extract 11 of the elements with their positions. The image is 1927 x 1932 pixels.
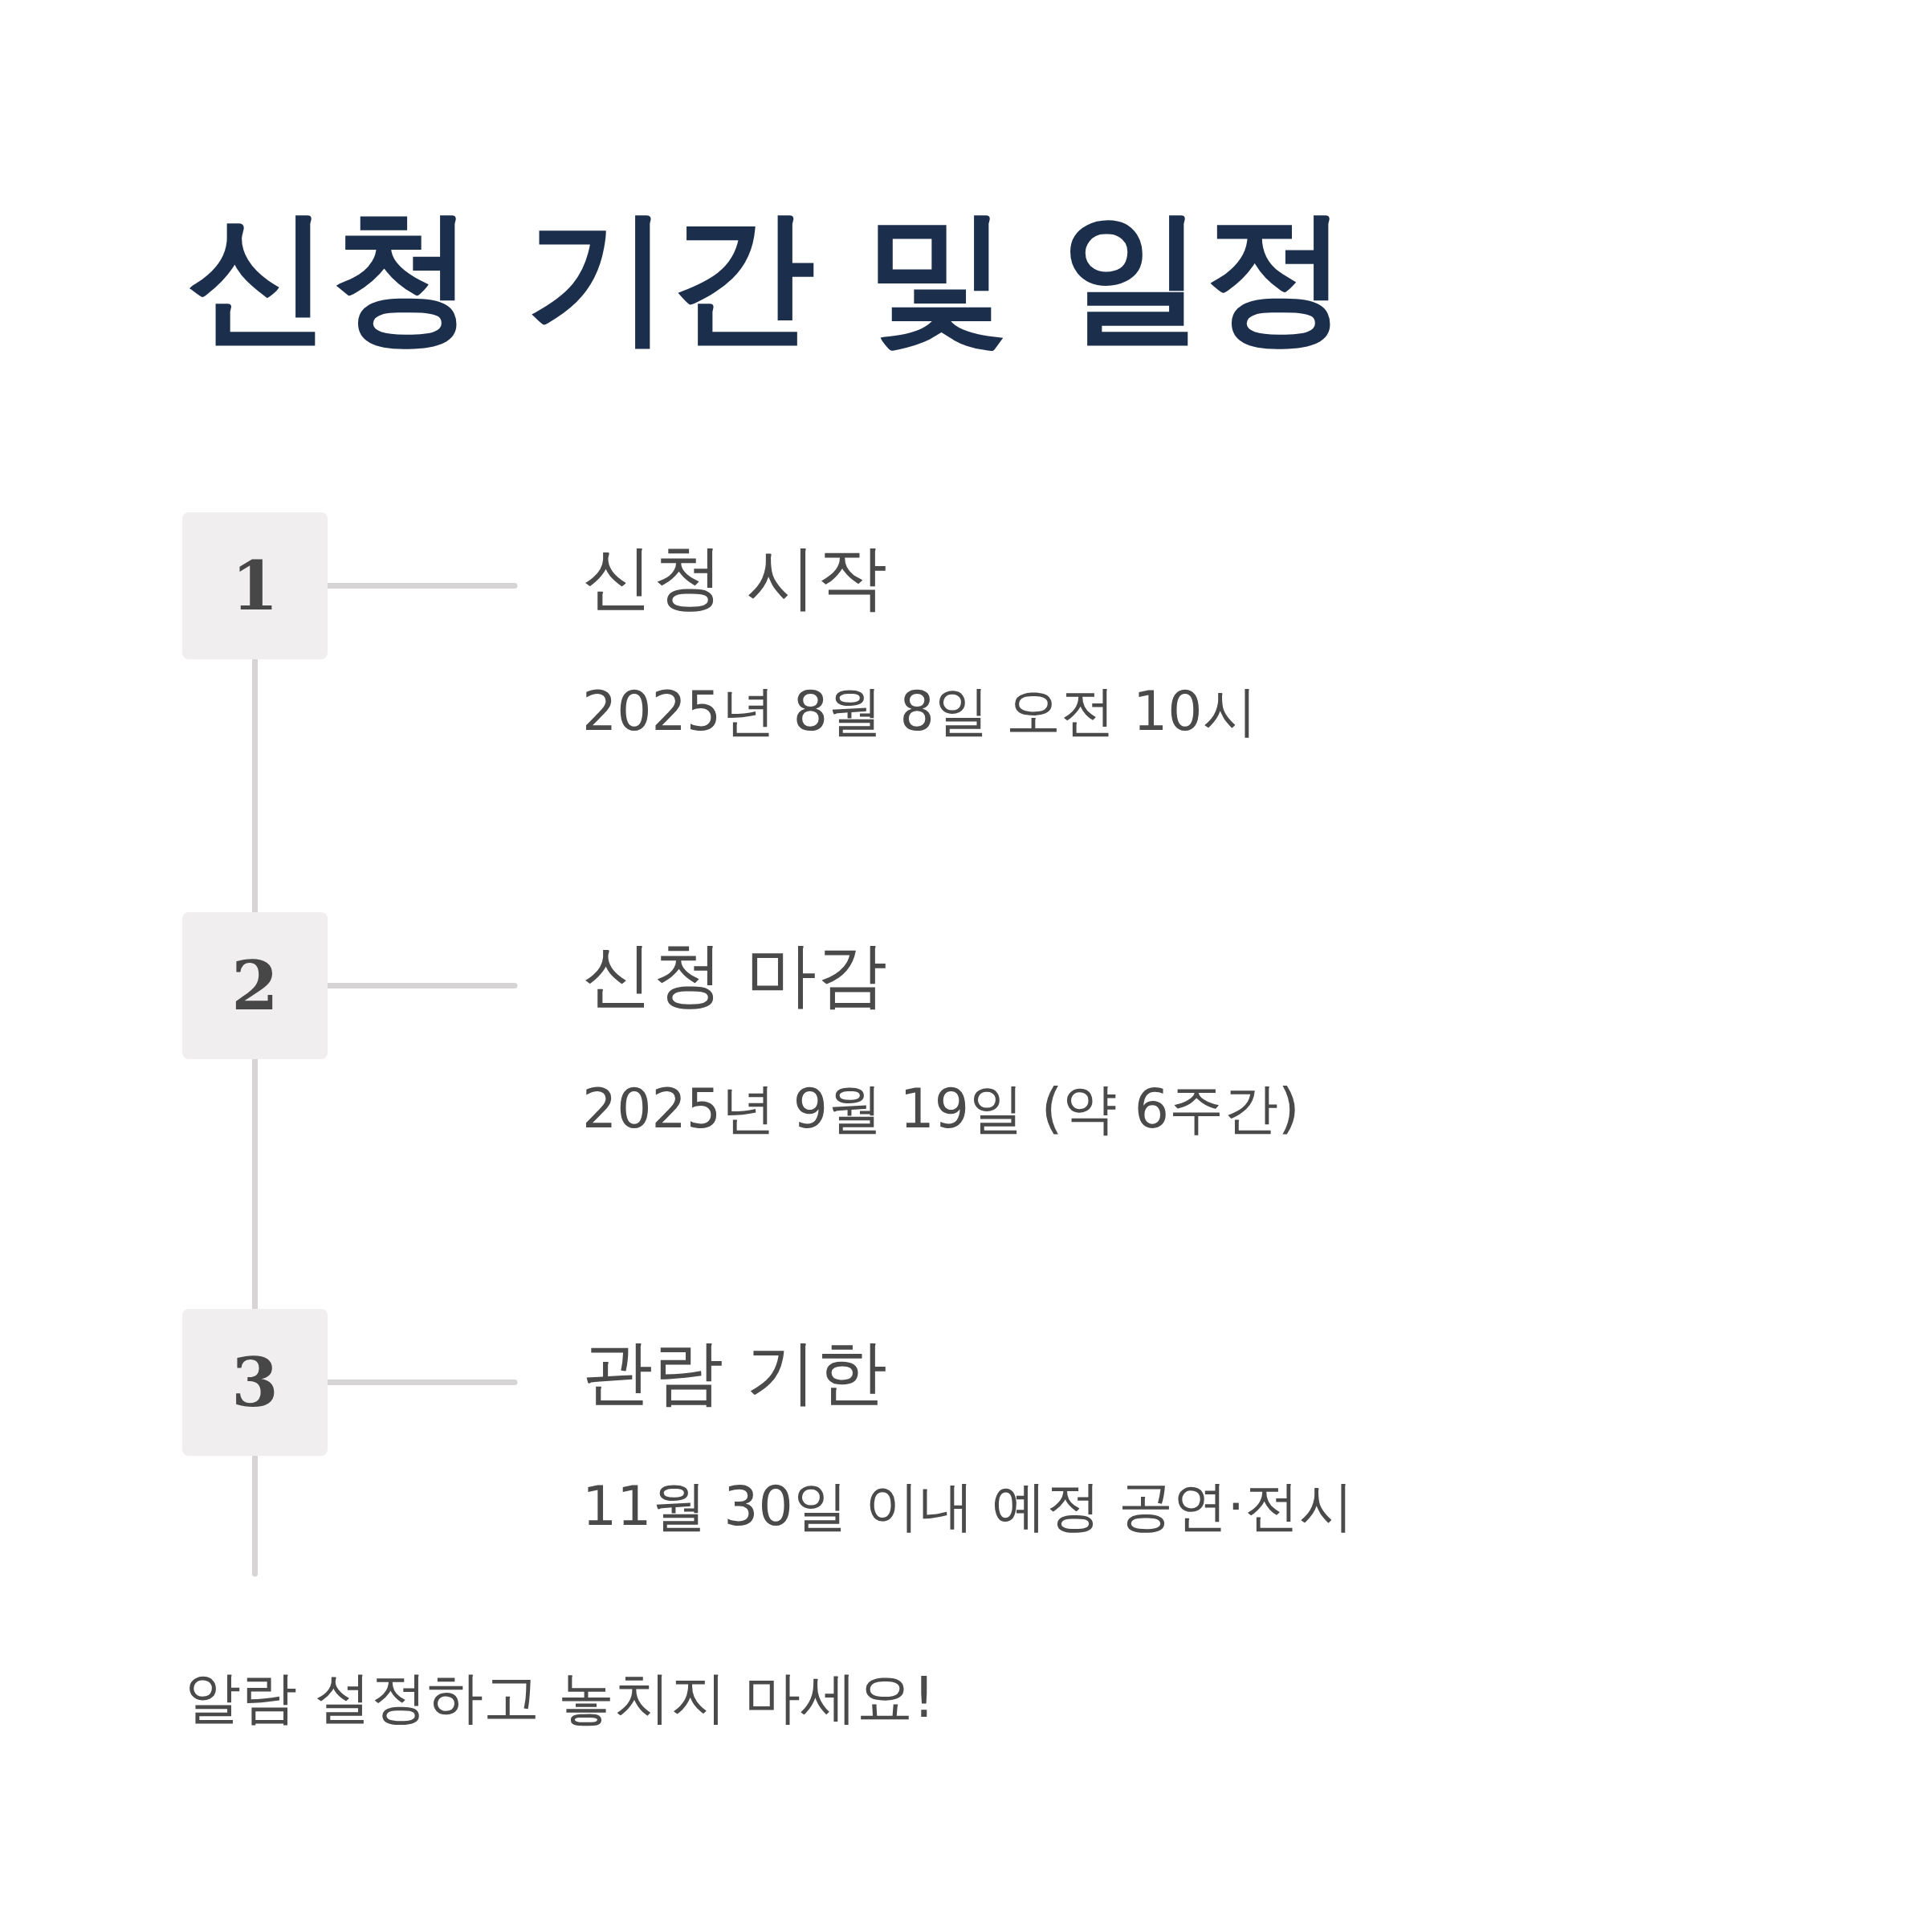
title: 신청 기간 및 일정 — [186, 191, 1349, 361]
step-number-box: 2 — [182, 912, 328, 1059]
step-number-box: 3 — [182, 1309, 328, 1456]
step-date-text: 2025년 9월 19일 (약 6주간) — [582, 1076, 1300, 1142]
step-heading: 신청 시작 — [582, 535, 888, 620]
step-heading: 신청 마감 — [582, 932, 888, 1017]
step-number-box: 1 — [182, 512, 328, 659]
step-heading: 관람 기한 — [582, 1330, 888, 1415]
step-date-text: 2025년 8월 8일 오전 10시 — [582, 679, 1257, 744]
note-text: 알람 설정하고 놓치지 마세요! — [185, 1664, 935, 1732]
step-date-text: 11월 30일 이내 예정 공연·전시 — [582, 1473, 1355, 1539]
